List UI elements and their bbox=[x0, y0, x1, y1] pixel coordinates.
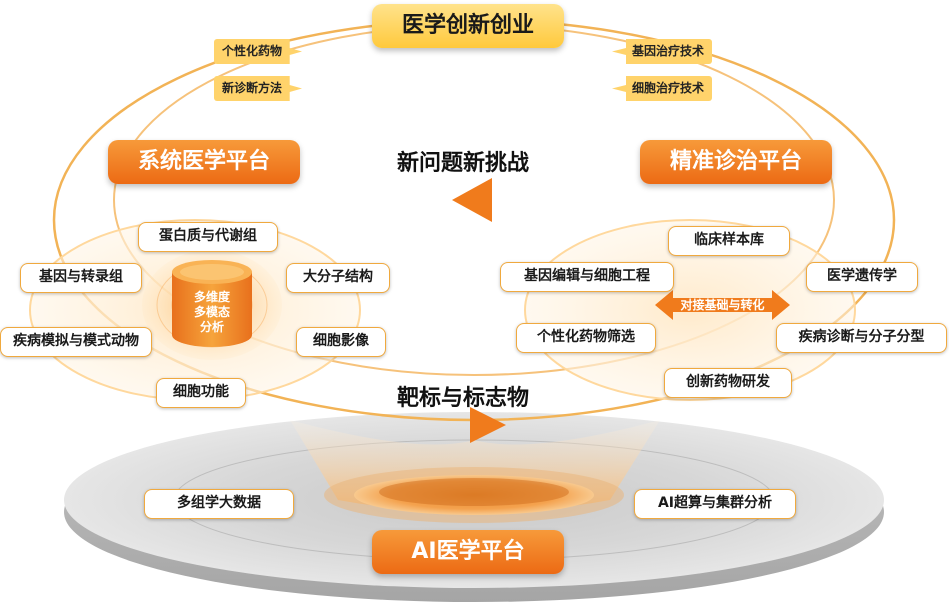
item-macromolecule-structure: 大分子结构 bbox=[286, 263, 390, 293]
item-cell-imaging: 细胞影像 bbox=[296, 327, 386, 357]
targets-heading: 靶标与标志物 bbox=[396, 386, 529, 411]
docking-label: 对接基础与转化 bbox=[680, 298, 765, 312]
title-box: 医学创新创业 bbox=[372, 4, 564, 48]
item-medical-genetics: 医学遗传学 bbox=[806, 262, 918, 292]
tag-personalized-drugs: 个性化药物 bbox=[214, 39, 303, 64]
left-arrow-icon bbox=[452, 178, 492, 222]
double-arrow-icon bbox=[655, 290, 790, 320]
item-gene-editing: 基因编辑与细胞工程 bbox=[500, 262, 674, 292]
tag-cell-therapy: 细胞治疗技术 bbox=[612, 76, 713, 101]
item-disease-diagnosis: 疾病诊断与分子分型 bbox=[776, 323, 947, 353]
right-arrow-icon bbox=[470, 407, 506, 443]
item-ai-supercomputing: AI超算与集群分析 bbox=[634, 489, 796, 519]
tag-new-diagnostics: 新诊断方法 bbox=[214, 76, 303, 101]
item-cell-function: 细胞功能 bbox=[156, 378, 246, 408]
item-drug-screening: 个性化药物筛选 bbox=[516, 323, 656, 353]
systems-medicine-platform: 系统医学平台 bbox=[108, 140, 300, 184]
precision-medicine-platform: 精准诊治平台 bbox=[640, 140, 832, 184]
cylinder-line-3: 分析 bbox=[199, 320, 224, 334]
cylinder-line-2: 多模态 bbox=[193, 305, 230, 319]
item-protein-metabolome: 蛋白质与代谢组 bbox=[138, 222, 278, 252]
ai-medicine-platform: AI医学平台 bbox=[372, 530, 564, 574]
cylinder-line-1: 多维度 bbox=[193, 290, 230, 304]
challenges-heading: 新问题新挑战 bbox=[396, 151, 529, 176]
item-disease-model-animals: 疾病模拟与模式动物 bbox=[0, 327, 152, 357]
item-gene-transcriptome: 基因与转录组 bbox=[20, 263, 142, 293]
item-innovative-drugs: 创新药物研发 bbox=[664, 368, 792, 398]
item-multi-omics: 多组学大数据 bbox=[144, 489, 294, 519]
tag-gene-therapy: 基因治疗技术 bbox=[612, 39, 713, 64]
item-clinical-sample-bank: 临床样本库 bbox=[668, 226, 790, 256]
